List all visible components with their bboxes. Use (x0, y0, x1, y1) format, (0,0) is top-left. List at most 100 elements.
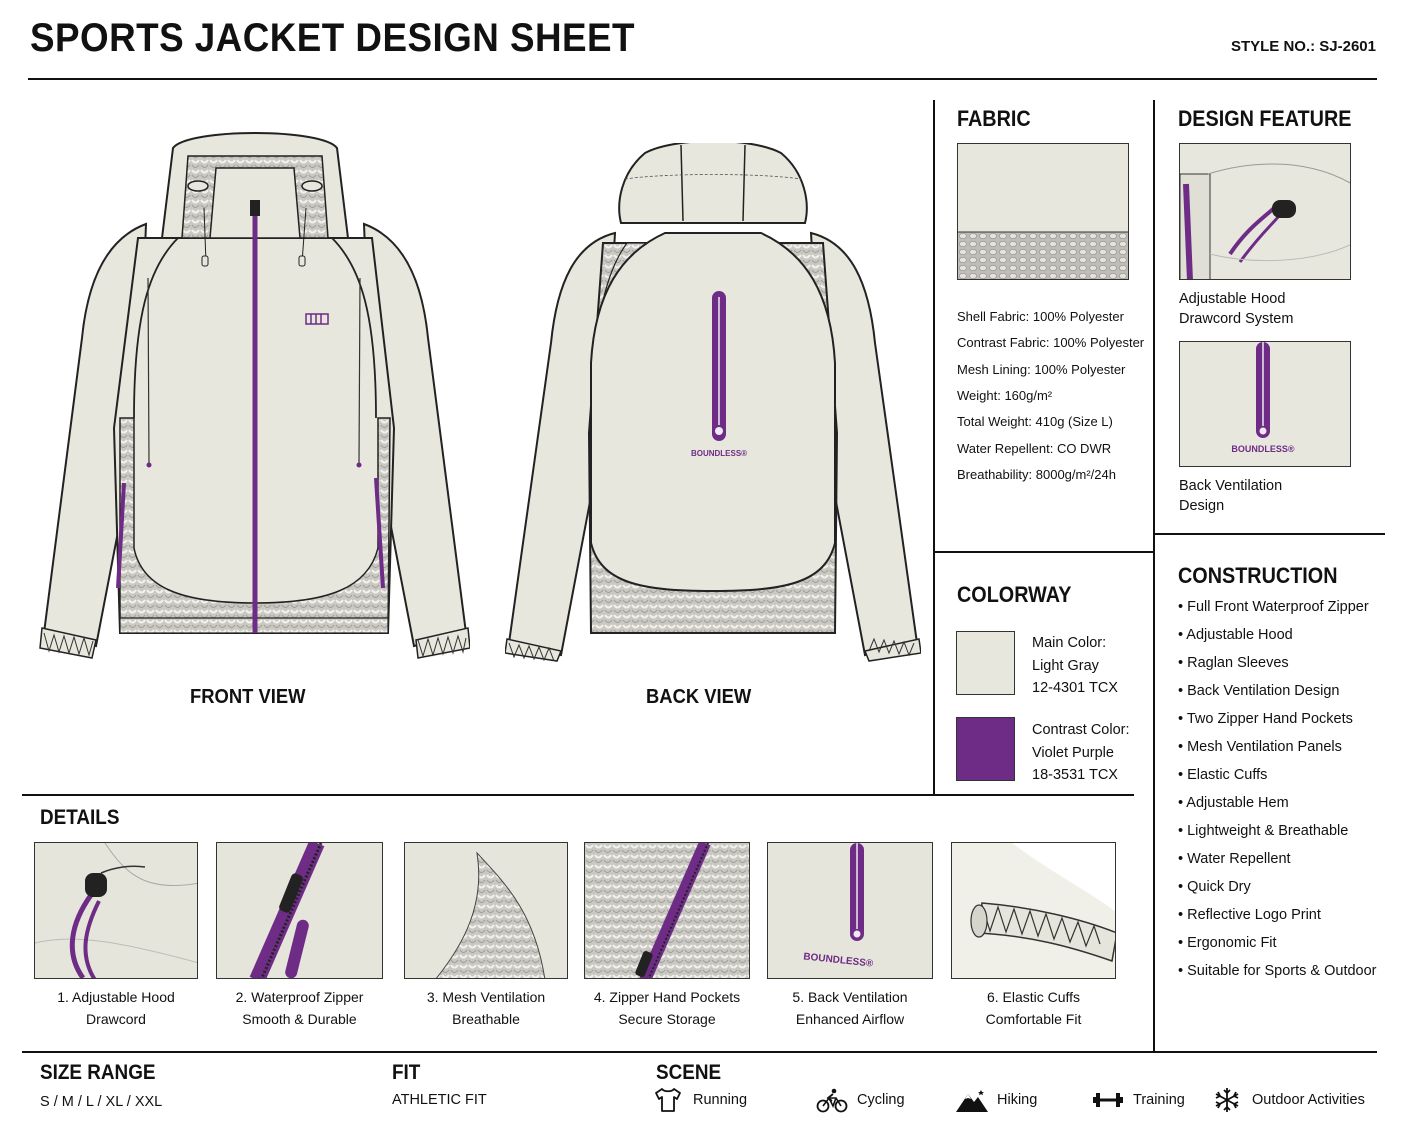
construction-item: • Ergonomic Fit (1178, 935, 1277, 951)
front-view-illustration (39, 132, 470, 659)
contrast-color-name: Violet Purple (1032, 744, 1114, 761)
detail-caption-line2: Comfortable Fit (985, 1010, 1082, 1027)
detail-caption-line2: Secure Storage (618, 1010, 716, 1027)
fabric-spec-line: Breathability: 8000g/m²/24h (957, 466, 1116, 482)
fit-heading: FIT (392, 1061, 421, 1084)
contrast-color-text: Contrast Color: Violet Purple 18-3531 TC… (1032, 719, 1130, 787)
fabric-spec-line: Contrast Fabric: 100% Polyester (957, 335, 1145, 351)
fabric-swatch (957, 143, 1129, 280)
feature-hood-caption: Adjustable Hood Drawcord System (1179, 289, 1293, 329)
detail-caption-line2: Drawcord (86, 1010, 146, 1027)
construction-item: • Mesh Ventilation Panels (1178, 739, 1342, 755)
header-divider (28, 78, 1377, 80)
detail-zipper-pockets-image (584, 842, 750, 979)
construction-item: • Adjustable Hem (1178, 795, 1289, 811)
fabric-spec-line: Mesh Lining: 100% Polyester (957, 361, 1126, 377)
fit-value: ATHLETIC FIT (392, 1092, 487, 1108)
contrast-color-swatch (956, 717, 1015, 781)
construction-item: • Lightweight & Breathable (1178, 823, 1349, 839)
feature-back-vent-caption-line1: Back Ventilation (1179, 478, 1283, 494)
detail-caption-line1: 6. Elastic Cuffs (986, 989, 1081, 1005)
construction-item: • Water Repellent (1178, 851, 1291, 867)
fabric-spec-line: Water Repellent: CO DWR (957, 440, 1112, 456)
detail-caption-line1: 3. Mesh Ventilation (426, 989, 546, 1005)
size-range-heading: SIZE RANGE (40, 1061, 156, 1084)
back-brand-print: BOUNDLESS® (691, 449, 747, 458)
detail-caption-line1: 2. Waterproof Zipper (235, 989, 364, 1005)
divider-feature-bottom (1155, 533, 1385, 535)
details-heading: DETAILS (40, 806, 120, 829)
contrast-color-code: 18-3531 TCX (1032, 767, 1118, 783)
construction-item: • Suitable for Sports & Outdoor (1178, 963, 1377, 979)
snowflake-icon (1210, 1086, 1244, 1114)
contrast-color-label: Contrast Color: (1032, 722, 1130, 738)
construction-item: • Full Front Waterproof Zipper (1178, 599, 1369, 615)
construction-item: • Two Zipper Hand Pockets (1178, 711, 1353, 727)
fabric-spec-line: Shell Fabric: 100% Polyester (957, 309, 1124, 324)
mountain-icon (955, 1086, 989, 1114)
feature-brand-print: BOUNDLESS® (1231, 444, 1295, 454)
scene-outdoor: Outdoor Activities (1210, 1086, 1365, 1114)
page-title: SPORTS JACKET DESIGN SHEET (30, 16, 635, 60)
tshirt-icon (651, 1086, 685, 1114)
style-number: STYLE NO.: SJ-2601 (1230, 38, 1376, 55)
scene-outdoor-label: Outdoor Activities (1252, 1092, 1365, 1108)
construction-item: • Elastic Cuffs (1178, 767, 1268, 783)
dumbbell-icon (1091, 1086, 1125, 1114)
construction-item: • Reflective Logo Print (1178, 907, 1321, 923)
feature-back-vent-caption: Back Ventilation Design (1179, 476, 1282, 516)
back-view-illustration: BOUNDLESS® (505, 143, 921, 662)
feature-back-vent-caption-line2: Design (1179, 498, 1225, 514)
scene-hiking-label: Hiking (997, 1092, 1038, 1108)
main-color-label: Main Color: (1032, 635, 1107, 651)
divider-footer-top (22, 1051, 1377, 1053)
scene-running-label: Running (693, 1092, 748, 1108)
detail-hood-drawcord-image (34, 842, 198, 979)
front-view-label: FRONT VIEW (190, 686, 306, 708)
scene-cycling: Cycling (815, 1086, 905, 1114)
size-range-value: S / M / L / XL / XXL (40, 1094, 163, 1110)
fabric-heading: FABRIC (957, 106, 1031, 131)
design-feature-heading: DESIGN FEATURE (1178, 106, 1352, 131)
divider-feature-left (1153, 100, 1155, 1052)
feature-back-vent-image: BOUNDLESS® (1179, 341, 1351, 467)
construction-item: • Adjustable Hood (1178, 627, 1293, 643)
cyclist-icon (815, 1086, 849, 1114)
back-view-label: BACK VIEW (646, 686, 752, 708)
divider-details-top (22, 794, 1134, 796)
feature-hood-drawcord-image (1179, 143, 1351, 280)
construction-item: • Raglan Sleeves (1178, 655, 1289, 671)
detail-waterproof-zipper-image (216, 842, 383, 979)
feature-hood-caption-line2: Drawcord System (1179, 311, 1294, 327)
detail-back-vent-image: BOUNDLESS® (767, 842, 933, 979)
main-color-swatch (956, 631, 1015, 695)
construction-list: • Full Front Waterproof Zipper • Adjustab… (1178, 595, 1377, 987)
main-color-text: Main Color: Light Gray 12-4301 TCX (1032, 632, 1118, 700)
scene-hiking: Hiking (955, 1086, 1037, 1114)
detail-mesh-ventilation-image (404, 842, 568, 979)
detail-caption-line1: 4. Zipper Hand Pockets (593, 989, 741, 1005)
scene-training-label: Training (1133, 1092, 1185, 1108)
main-color-name: Light Gray (1032, 657, 1099, 674)
detail-caption-line1: 5. Back Ventilation (792, 989, 908, 1005)
colorway-heading: COLORWAY (957, 582, 1072, 607)
detail-caption-line2: Smooth & Durable (242, 1010, 357, 1027)
scene-heading: SCENE (656, 1061, 722, 1084)
feature-hood-caption-line1: Adjustable Hood (1179, 291, 1286, 307)
fabric-spec-line: Total Weight: 410g (Size L) (957, 414, 1113, 430)
main-color-code: 12-4301 TCX (1032, 680, 1118, 696)
divider-fabric-left (933, 100, 935, 796)
fabric-spec-line: Weight: 160g/m² (957, 387, 1053, 403)
scene-cycling-label: Cycling (857, 1092, 905, 1108)
detail-caption-line2: Enhanced Airflow (795, 1010, 905, 1027)
construction-item: • Back Ventilation Design (1178, 683, 1340, 699)
scene-training: Training (1091, 1086, 1185, 1114)
scene-running: Running (651, 1086, 747, 1114)
construction-item: • Quick Dry (1178, 879, 1251, 895)
